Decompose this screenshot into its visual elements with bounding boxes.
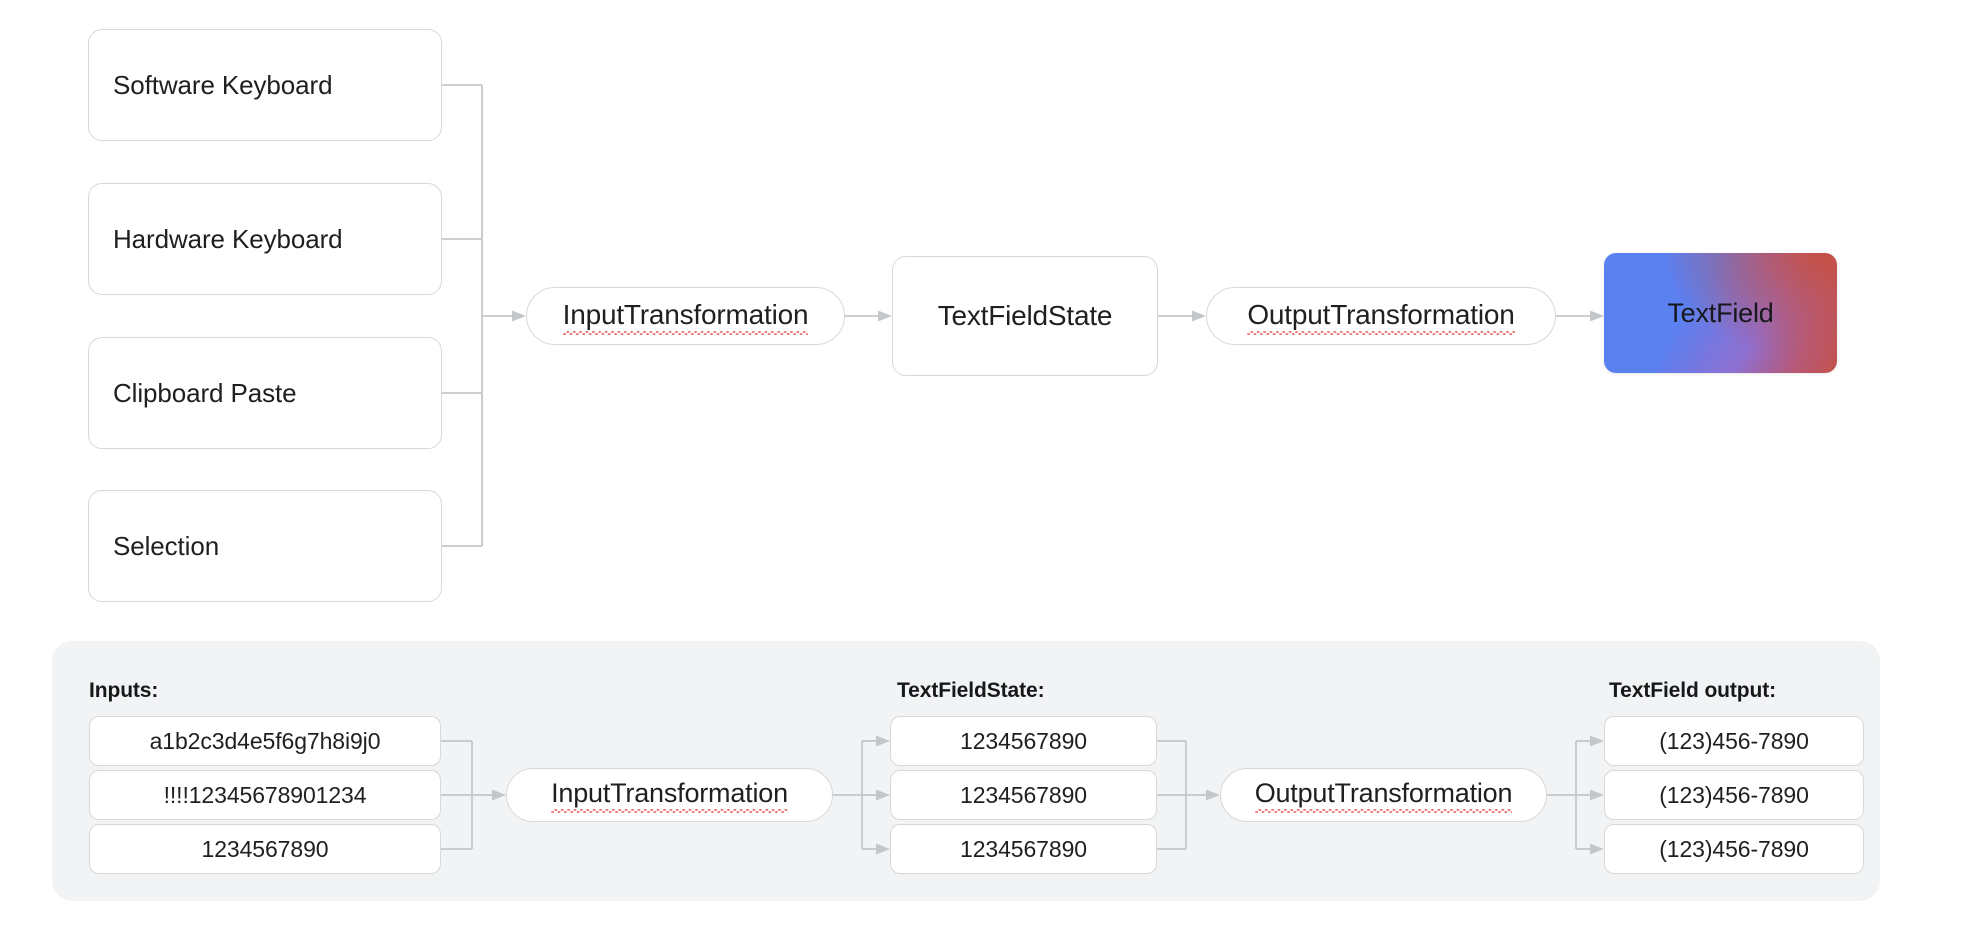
- source-box-clipboard-paste[interactable]: Clipboard Paste: [88, 337, 442, 449]
- panel-input-transformation-label: InputTransformation: [551, 778, 788, 813]
- textfield-output-value-box[interactable]: (123)456-7890: [1604, 770, 1864, 820]
- textfield-output-value-box[interactable]: (123)456-7890: [1604, 716, 1864, 766]
- output-transformation-label: OutputTransformation: [1247, 299, 1515, 335]
- source-label: Selection: [113, 530, 220, 561]
- textfield-label: TextField: [1667, 297, 1774, 328]
- textfield-state-value-text: 1234567890: [960, 781, 1087, 808]
- source-box-software-keyboard[interactable]: Software Keyboard: [88, 29, 442, 141]
- textfield-state-value-box[interactable]: 1234567890: [890, 770, 1157, 820]
- textfield-output-value-box[interactable]: (123)456-7890: [1604, 824, 1864, 874]
- textfield-state-value-text: 1234567890: [960, 835, 1087, 862]
- input-value-text: a1b2c3d4e5f6g7h8i9j0: [149, 727, 381, 754]
- panel-output-transformation-label: OutputTransformation: [1254, 778, 1513, 813]
- textfield-state-value-box[interactable]: 1234567890: [890, 824, 1157, 874]
- input-value-box[interactable]: !!!!12345678901234: [89, 770, 441, 820]
- panel-node-input-transformation[interactable]: InputTransformation: [506, 768, 833, 822]
- input-value-box[interactable]: 1234567890: [89, 824, 441, 874]
- source-label: Hardware Keyboard: [113, 223, 343, 254]
- panel-node-output-transformation[interactable]: OutputTransformation: [1220, 768, 1547, 822]
- panel-column-title-textfield-output: TextField output:: [1609, 679, 1777, 702]
- input-value-text: !!!!12345678901234: [163, 781, 367, 808]
- textfield-state-value-box[interactable]: 1234567890: [890, 716, 1157, 766]
- textfield-output-value-text: (123)456-7890: [1659, 727, 1809, 754]
- node-textfield[interactable]: TextField: [1604, 253, 1837, 373]
- source-label: Software Keyboard: [113, 69, 333, 100]
- source-box-hardware-keyboard[interactable]: Hardware Keyboard: [88, 183, 442, 295]
- input-value-box[interactable]: a1b2c3d4e5f6g7h8i9j0: [89, 716, 441, 766]
- input-transformation-label: InputTransformation: [562, 299, 809, 335]
- source-box-selection[interactable]: Selection: [88, 490, 442, 602]
- panel-column-title-textfield-state: TextFieldState:: [897, 679, 1045, 702]
- input-value-text: 1234567890: [201, 835, 329, 862]
- node-output-transformation[interactable]: OutputTransformation: [1206, 287, 1556, 345]
- panel-column-title-inputs: Inputs:: [89, 679, 159, 702]
- source-label: Clipboard Paste: [113, 377, 297, 408]
- textfield-state-label: TextFieldState: [937, 300, 1113, 331]
- textfield-output-value-text: (123)456-7890: [1659, 835, 1809, 862]
- node-textfield-state[interactable]: TextFieldState: [892, 256, 1158, 376]
- textfield-state-value-text: 1234567890: [960, 727, 1087, 754]
- textfield-output-value-text: (123)456-7890: [1659, 781, 1809, 808]
- node-input-transformation[interactable]: InputTransformation: [526, 287, 845, 345]
